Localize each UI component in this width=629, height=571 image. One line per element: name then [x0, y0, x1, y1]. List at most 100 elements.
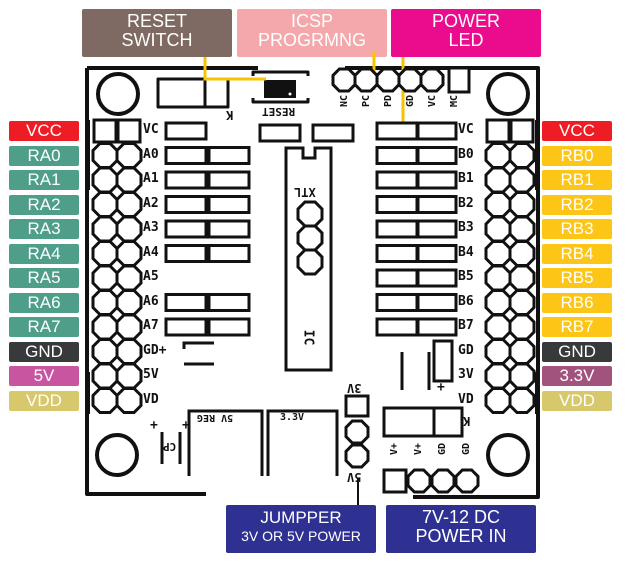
- icsp-pin-label: GD: [405, 95, 416, 108]
- power-pin-label: V+: [389, 443, 400, 456]
- header-pad: [91, 289, 119, 316]
- cap-outline: [160, 432, 182, 464]
- pin-silk-label: GD+: [143, 342, 167, 358]
- resistor-pad: [207, 219, 251, 239]
- regulator-outline: [187, 409, 339, 476]
- header-pad: [508, 191, 536, 218]
- pin-silk-label: A7: [143, 318, 159, 333]
- resistor-pad: [207, 293, 251, 312]
- pin-label-left-ra3: RA3: [9, 219, 79, 239]
- pin-label-left-ra4: RA4: [9, 243, 79, 264]
- ic-label: IC: [300, 329, 316, 346]
- pin-label-right-rb0: RB0: [542, 145, 612, 166]
- header-pad: [508, 215, 536, 243]
- header-pad: [91, 191, 119, 218]
- pin-label-left-gnd: GND: [9, 341, 79, 362]
- callout-line1: POWER: [431, 11, 500, 31]
- header-pad: [508, 362, 536, 390]
- pin-silk-label: B7: [458, 318, 474, 333]
- header-pad: [115, 191, 143, 218]
- callout-line1: RESET: [126, 11, 187, 31]
- resistor-pad: [375, 244, 419, 263]
- pin-silk-label: A6: [143, 293, 159, 309]
- icsp-pin-label: PC: [361, 95, 372, 108]
- pin-silk-label: B4: [458, 244, 474, 260]
- header-pad: [115, 338, 143, 365]
- pin-label-left-ra7: RA7: [9, 317, 79, 337]
- pin-silk-label: B1: [458, 171, 474, 186]
- callout-line2: 3V OR 5V POWER: [241, 527, 361, 544]
- pin-label-right-rb6: RB6: [542, 292, 612, 313]
- resistor-pad: [416, 195, 458, 214]
- pin-silk-label: VC: [143, 122, 159, 137]
- header-pad-square: [509, 118, 535, 144]
- header-pad: [484, 215, 512, 243]
- pin-label-right-vdd: VDD: [542, 390, 612, 411]
- pin-silk-label: B5: [458, 269, 474, 284]
- header-pad: [115, 166, 143, 194]
- reset-label: RESET: [262, 105, 296, 118]
- callout-line1: ICSP: [290, 11, 333, 31]
- header-pad: [115, 313, 143, 341]
- header-pad: [91, 338, 119, 365]
- header-pad: [91, 387, 119, 414]
- pin-label-right-vcc: VCC: [542, 121, 612, 141]
- header-pad: [508, 142, 536, 169]
- pin-label-right-rb3: RB3: [542, 219, 612, 239]
- header-pad-square: [92, 118, 118, 144]
- power-pad: [454, 468, 480, 494]
- pin-label-left-ra0: RA0: [9, 145, 79, 166]
- icsp-pad: [331, 67, 357, 93]
- icsp-pad: [353, 67, 379, 93]
- resistor-pad: [207, 170, 251, 190]
- pin-silk-label: A0: [143, 146, 159, 162]
- pin-label-right-rb2: RB2: [542, 194, 612, 215]
- resistor-pad: [164, 146, 208, 165]
- pin-label-left-ra1: RA1: [9, 170, 79, 190]
- crystal-pad: [296, 200, 324, 228]
- power-pin-label: GD: [461, 443, 472, 456]
- header-pad-square: [116, 118, 142, 144]
- resistor-pad: [375, 317, 419, 337]
- header-pad: [508, 240, 536, 267]
- pin-label-right-rb4: RB4: [542, 243, 612, 264]
- header-pad: [91, 215, 119, 243]
- icsp-pin-label: NC: [339, 95, 350, 108]
- pin-silk-label: VD: [458, 391, 474, 407]
- resistor-pad: [207, 317, 251, 337]
- header-pad: [484, 264, 512, 292]
- resistor-pad: [207, 195, 251, 214]
- power-pin-label: GD: [437, 443, 448, 456]
- crystal-pad: [296, 224, 324, 252]
- resistor-pad: [207, 146, 251, 165]
- header-pad: [484, 142, 512, 169]
- mounting-hole: [486, 72, 530, 116]
- pin-silk-label: B6: [458, 293, 474, 309]
- pin-silk-label: B0: [458, 146, 474, 162]
- resistor-pad: [164, 195, 208, 214]
- power-led-outline: [432, 339, 454, 383]
- resistor-pad: [164, 170, 208, 190]
- resistor-pad: [311, 123, 355, 143]
- header-pad: [115, 289, 143, 316]
- pin-label-right-rb7: RB7: [542, 317, 612, 337]
- header-pad: [115, 362, 143, 390]
- pin-label-right-rb5: RB5: [542, 268, 612, 288]
- header-pad: [484, 240, 512, 267]
- header-pad: [484, 166, 512, 194]
- pin-silk-label: A1: [143, 171, 159, 186]
- header-pad: [484, 289, 512, 316]
- cap-plus-label: +: [150, 418, 158, 433]
- resistor-pad: [416, 268, 458, 288]
- header-pad: [508, 264, 536, 292]
- pin-label-left-vdd: VDD: [9, 390, 79, 411]
- dc-in-callout: 7V-12 DC POWER IN: [386, 505, 536, 553]
- header-pad-square: [485, 118, 511, 144]
- pin-silk-label: A4: [143, 244, 159, 260]
- resistor-pad: [375, 195, 419, 214]
- jumper-3v-label: 3V: [347, 381, 362, 395]
- jumper-pad: [344, 443, 370, 469]
- resistor-pad: [375, 219, 419, 239]
- resistor-pad: [164, 244, 208, 263]
- resistor-pad: [164, 293, 208, 312]
